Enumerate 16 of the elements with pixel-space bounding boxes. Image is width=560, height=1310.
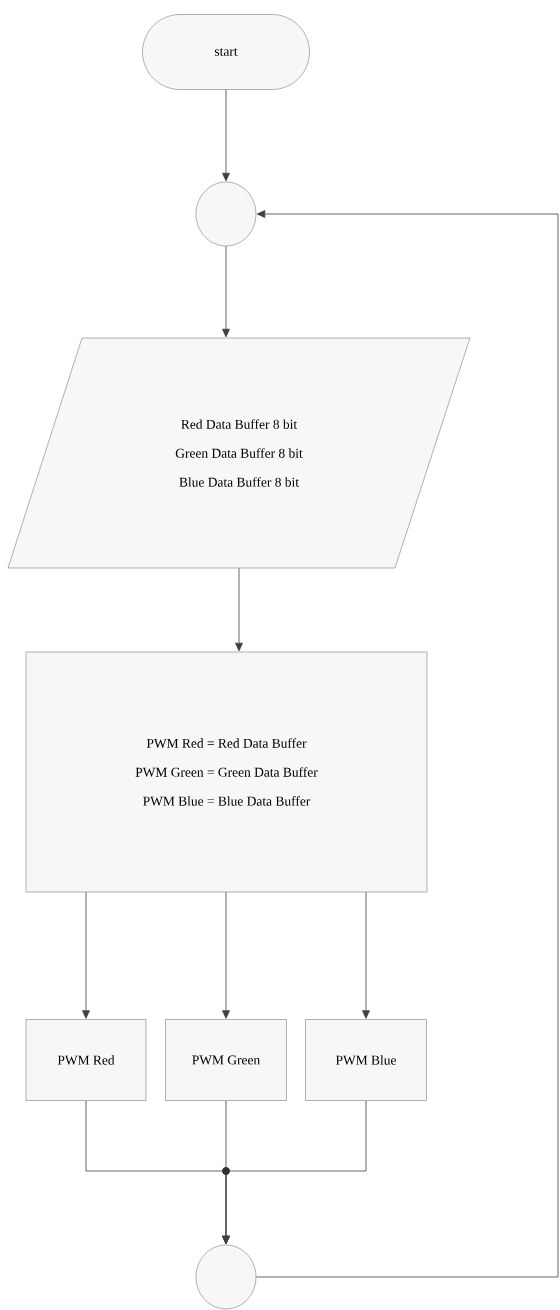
process-box: PWM Blue — [305, 1019, 427, 1101]
arrow — [222, 891, 230, 1019]
arrow — [222, 89, 230, 182]
arrow — [82, 891, 90, 1019]
connector-circle — [195, 181, 257, 247]
arrow — [255, 210, 559, 1278]
arrow — [222, 245, 230, 338]
process-box: PWM Red — [25, 1019, 147, 1101]
process-box: PWM Green — [165, 1019, 287, 1101]
process-box: PWM Red = Red Data Buffer PWM Green = Green Data Buffer PWM Blue = Blue Data Buffer — [25, 651, 428, 893]
start-terminal: start — [142, 14, 310, 90]
input-parallelogram: Red Data Buffer 8 bit Green Data Buffer 8 bit Blue Data Buffer 8 bit — [7, 337, 471, 569]
arrow — [362, 891, 370, 1019]
arrow — [235, 567, 243, 652]
arrow — [222, 1100, 367, 1245]
connector-circle — [195, 1244, 257, 1310]
